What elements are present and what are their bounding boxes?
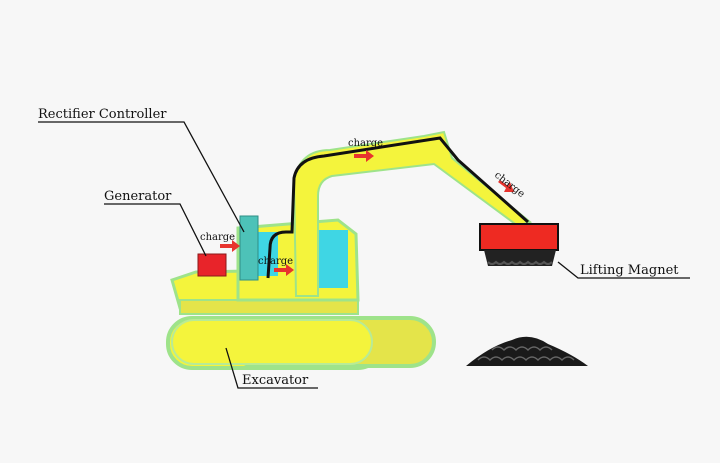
leader-rectifier-controller — [38, 121, 245, 233]
charge-arrow — [220, 240, 240, 252]
rectifier-controller-label: Rectifier Controller — [38, 107, 167, 122]
charge-arrow — [354, 150, 374, 162]
charge-label: charge — [200, 232, 235, 243]
lifting-magnet-label: Lifting Magnet — [580, 263, 679, 278]
charge-label: charge — [258, 256, 293, 267]
charge-label: charge — [348, 138, 383, 149]
power-cable — [266, 136, 529, 279]
charge-arrow — [498, 180, 514, 192]
leader-lines — [38, 121, 690, 389]
leader-lifting-magnet — [557, 261, 690, 279]
rectifier-controller — [239, 215, 259, 281]
generator — [197, 253, 227, 277]
leader-generator — [104, 203, 207, 257]
excavator-tracks — [166, 316, 436, 370]
excavator-label: Excavator — [242, 373, 309, 388]
excavator-boom — [292, 130, 533, 297]
lifting-magnet — [479, 223, 559, 266]
scrap-pile — [466, 336, 588, 366]
generator-label: Generator — [104, 189, 172, 204]
leader-excavator — [225, 347, 318, 389]
charge-arrows — [220, 150, 514, 276]
charge-arrow — [274, 264, 294, 276]
